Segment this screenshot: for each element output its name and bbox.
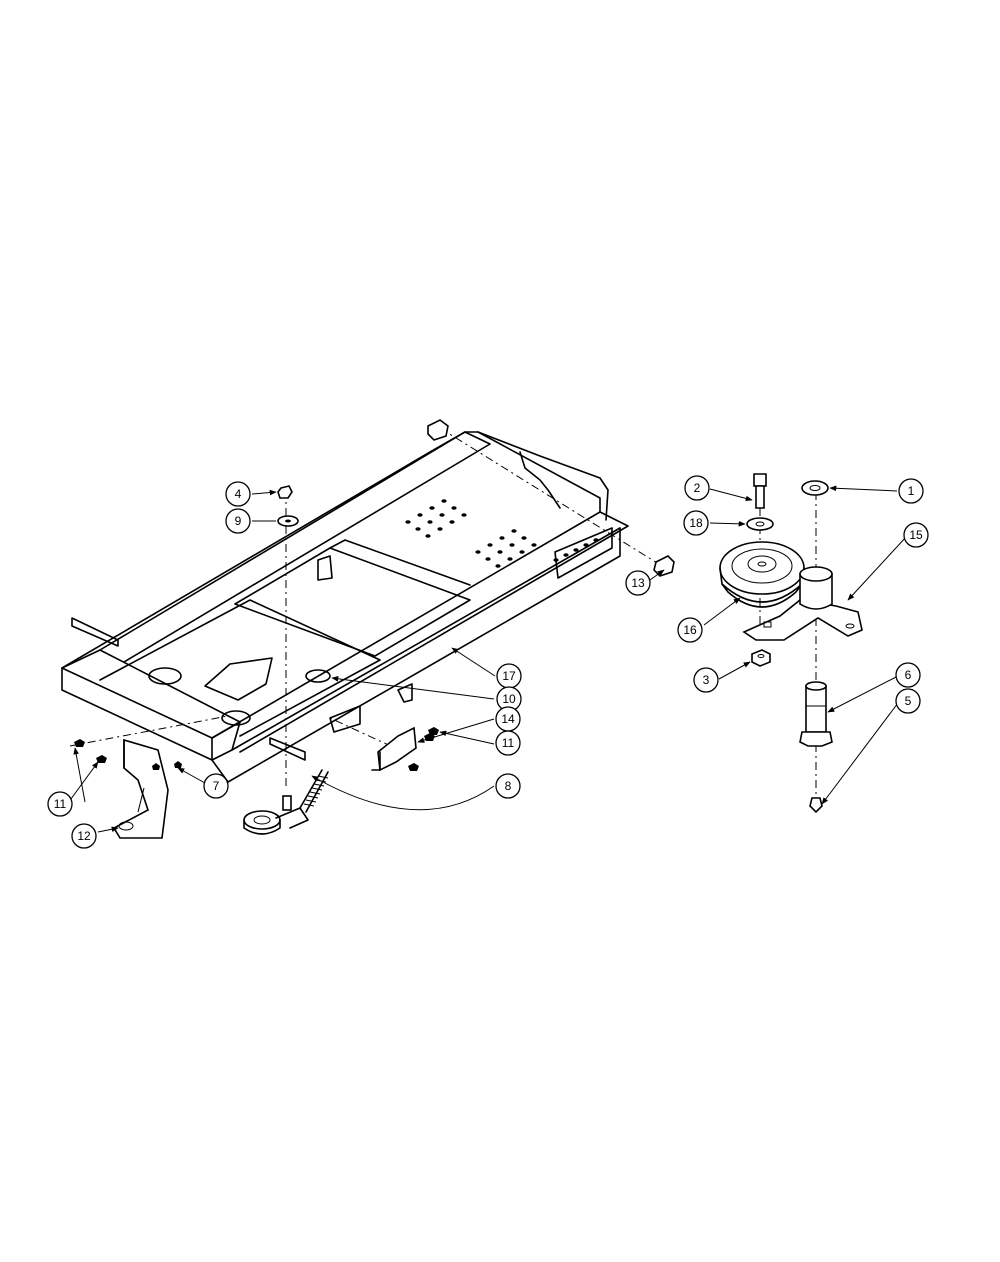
frame-hole — [531, 543, 537, 547]
idler-pulley-item-8 — [243, 769, 329, 835]
callout-3: 3 — [693, 667, 719, 693]
screws-item-11-right — [408, 727, 439, 771]
svg-text:13: 13 — [631, 576, 645, 590]
frame-hole — [511, 529, 517, 533]
svg-text:4: 4 — [235, 487, 242, 501]
frame-hole — [495, 564, 501, 568]
frame-hole — [449, 520, 455, 524]
screws-item-11-left — [74, 739, 107, 763]
callout-17: 17 — [496, 663, 522, 689]
nut-item-3 — [751, 649, 771, 667]
frame-hole — [405, 520, 411, 524]
svg-text:2: 2 — [694, 481, 701, 495]
svg-text:16: 16 — [683, 623, 697, 637]
pulley-item-16 — [719, 541, 805, 608]
frame-hole — [437, 527, 443, 531]
frame-hole — [441, 499, 447, 503]
frame-hole — [475, 550, 481, 554]
callout-2: 2 — [684, 475, 710, 501]
frame-hole — [485, 557, 491, 561]
frame-hole — [593, 538, 599, 542]
frame-hole — [553, 558, 559, 562]
svg-text:8: 8 — [505, 779, 512, 793]
frame-hole — [425, 534, 431, 538]
bracket-item-14 — [371, 726, 417, 772]
washer-item-9 — [277, 515, 299, 527]
callout-4: 4 — [225, 481, 251, 507]
frame-hole — [487, 543, 493, 547]
frame-hole — [521, 536, 527, 540]
frame-hole — [563, 553, 569, 557]
frame-hole — [417, 513, 423, 517]
frame-hole — [429, 506, 435, 510]
callout-8: 8 — [495, 773, 521, 799]
svg-text:15: 15 — [909, 528, 923, 542]
svg-text:11: 11 — [502, 736, 515, 750]
centerlines — [69, 427, 817, 800]
frame-hole — [573, 548, 579, 552]
callout-14: 14 — [495, 706, 521, 732]
callout-13: 13 — [625, 570, 651, 596]
nut-item-4 — [277, 485, 293, 499]
svg-text:10: 10 — [502, 692, 516, 706]
rubber-bumper-top — [427, 419, 449, 441]
fitting-item-5 — [809, 797, 823, 814]
svg-text:3: 3 — [703, 673, 710, 687]
svg-text:14: 14 — [501, 712, 515, 726]
callout-15: 15 — [903, 522, 929, 548]
frame-hole — [499, 536, 505, 540]
idler-arm-item-15 — [742, 566, 863, 641]
leader-lines — [67, 485, 907, 833]
frame-hole-pattern — [405, 499, 599, 568]
frame-hole — [519, 550, 525, 554]
svg-text:9: 9 — [235, 514, 242, 528]
shield-item-12 — [112, 738, 169, 839]
callout-11-right: 11 — [495, 730, 521, 756]
washer-item-1 — [801, 480, 829, 496]
bolt-item-2 — [753, 473, 767, 509]
frame-assembly — [61, 431, 629, 783]
svg-text:5: 5 — [905, 694, 912, 708]
callout-1: 1 — [898, 478, 924, 504]
frame-hole — [507, 557, 513, 561]
svg-text:1: 1 — [908, 484, 915, 498]
washer-item-18 — [746, 517, 774, 531]
screw-item-7 — [152, 761, 182, 770]
callout-9: 9 — [225, 508, 251, 534]
callout-5: 5 — [895, 688, 921, 714]
callout-12: 12 — [71, 823, 97, 849]
frame-hole — [461, 513, 467, 517]
frame-hole — [509, 543, 515, 547]
frame-hole — [439, 513, 445, 517]
callout-18: 18 — [683, 510, 709, 536]
callout-6: 6 — [895, 662, 921, 688]
frame-hole — [427, 520, 433, 524]
svg-text:11: 11 — [54, 797, 67, 811]
svg-text:6: 6 — [905, 668, 912, 682]
svg-text:7: 7 — [213, 779, 220, 793]
frame-hole — [415, 527, 421, 531]
callout-10: 10 — [496, 686, 522, 712]
shaft-item-6 — [799, 681, 833, 747]
frame-hole — [583, 543, 589, 547]
rubber-bumper-right — [653, 555, 675, 577]
frame-hole — [497, 550, 503, 554]
svg-text:17: 17 — [502, 669, 516, 683]
svg-text:12: 12 — [77, 829, 91, 843]
callout-11-left: 11 — [47, 791, 73, 817]
callout-16: 16 — [677, 617, 703, 643]
svg-text:18: 18 — [689, 516, 703, 530]
frame-hole — [451, 506, 457, 510]
callout-7: 7 — [203, 773, 229, 799]
